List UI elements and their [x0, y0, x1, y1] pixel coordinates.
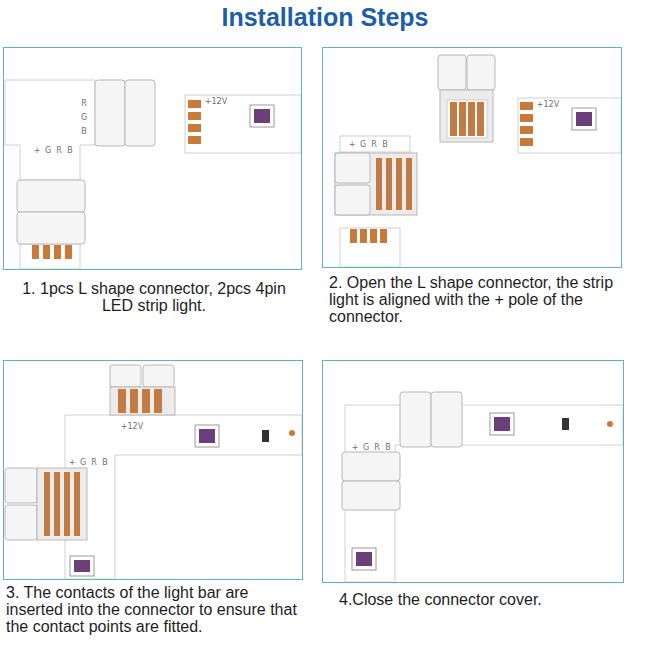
pin-label: +: [34, 146, 41, 155]
pin-label: +12V: [121, 422, 143, 431]
pin-label: +: [349, 140, 356, 149]
step-panel: 1. 1pcs L shape connector, 2pcs 4pin LED…: [3, 47, 302, 270]
pin-label: G: [363, 443, 369, 452]
pin-label: +12V: [205, 97, 227, 106]
pin-label: B: [102, 458, 108, 467]
pin-label: G: [80, 458, 86, 467]
step-panel: 3. The contacts of the light bar are ins…: [3, 360, 303, 580]
pin-label: G: [45, 146, 51, 155]
pin-label: B: [382, 140, 388, 149]
pin-label: G: [81, 113, 87, 122]
step-caption: 4.Close the connector cover.: [339, 592, 619, 609]
pin-label: R: [81, 99, 87, 108]
pin-label: G: [360, 140, 366, 149]
page-title: Installation Steps: [0, 3, 650, 32]
step-panel: 2. Open the L shape connector, the strip…: [322, 47, 622, 268]
step-caption: 3. The contacts of the light bar are ins…: [6, 585, 306, 635]
pin-label: B: [385, 443, 391, 452]
pin-label: R: [91, 458, 97, 467]
pin-label: R: [374, 443, 380, 452]
step-caption: 2. Open the L shape connector, the strip…: [329, 275, 629, 325]
pin-label: B: [67, 146, 73, 155]
step-caption: 1. 1pcs L shape connector, 2pcs 4pin LED…: [14, 281, 294, 315]
pin-label: +: [352, 443, 359, 452]
pin-label: +: [69, 458, 76, 467]
pin-label: R: [371, 140, 377, 149]
step-panel: 4.Close the connector cover.: [322, 360, 624, 583]
pin-label: R: [56, 146, 62, 155]
pin-label: +12V: [537, 100, 559, 109]
pin-label: B: [81, 127, 87, 136]
